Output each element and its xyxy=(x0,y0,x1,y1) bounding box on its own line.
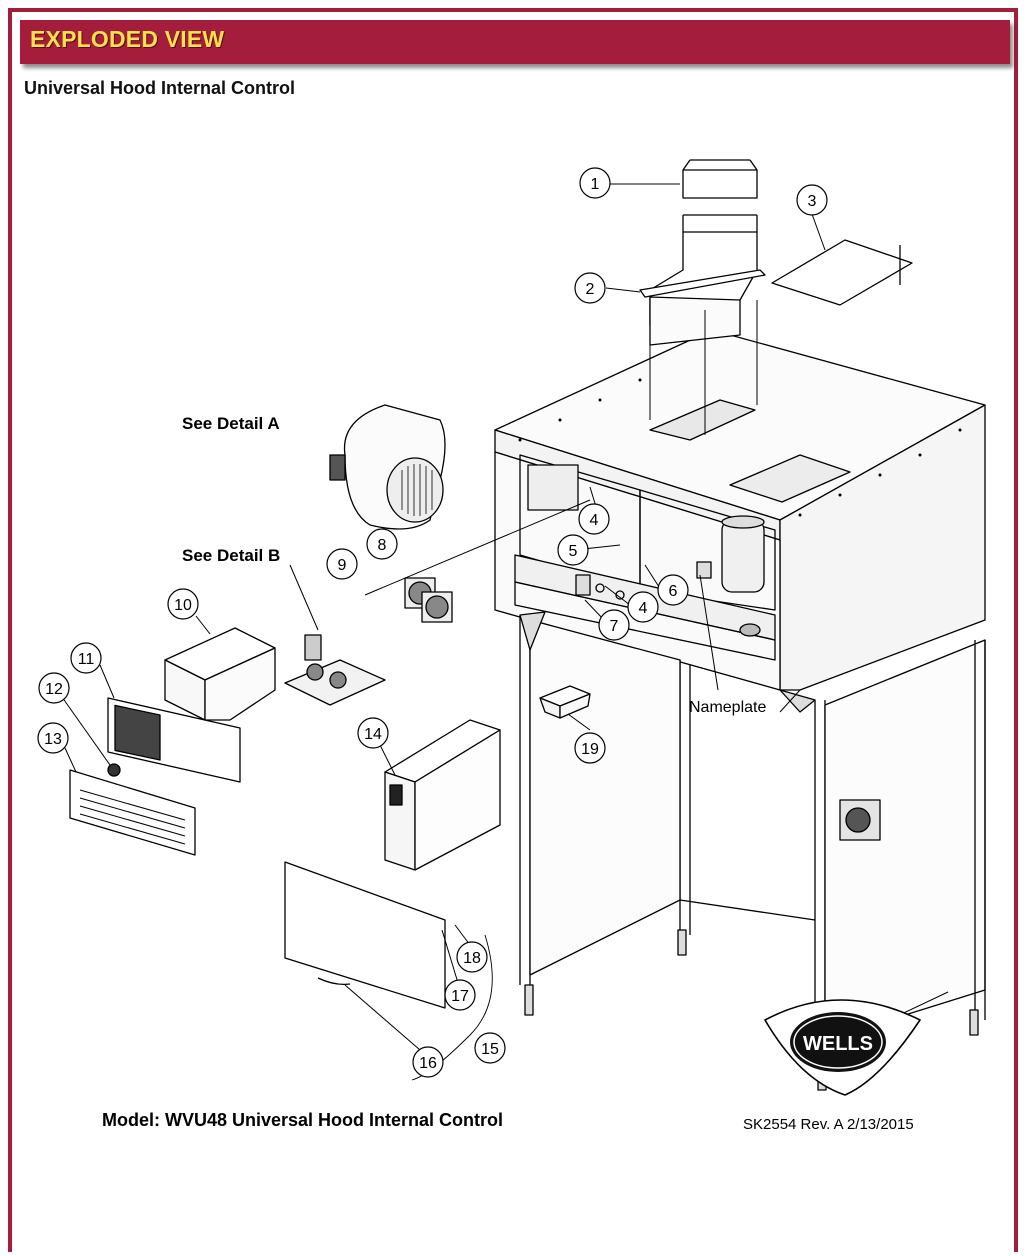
callout-6: 6 xyxy=(669,583,678,600)
drawing-reference: SK2554 Rev. A 2/13/2015 xyxy=(743,1116,914,1133)
callout-10: 10 xyxy=(174,597,192,614)
part-10-housing xyxy=(164,627,276,721)
callout-7: 7 xyxy=(610,618,619,635)
part-3-top-plate xyxy=(771,239,913,306)
blower-assembly xyxy=(329,404,446,530)
part-1-duct-cap xyxy=(682,159,758,199)
part-8-cooling-fan xyxy=(404,577,453,623)
callout-8: 8 xyxy=(378,537,387,554)
detail-b-control-board xyxy=(284,634,386,706)
callout-19: 19 xyxy=(581,741,599,758)
callout-16: 16 xyxy=(419,1055,437,1072)
callout-4: 4 xyxy=(590,512,599,529)
wells-logo-text: WELLS xyxy=(803,1033,873,1055)
part-12-knob xyxy=(107,763,121,777)
callout-13: 13 xyxy=(44,731,62,748)
part-2-duct-transition xyxy=(639,214,766,346)
header-banner: EXPLODED VIEW xyxy=(20,20,1010,64)
part-13-vent-panel xyxy=(69,769,196,856)
callout-11: 11 xyxy=(78,651,95,668)
callout-17: 17 xyxy=(451,988,469,1005)
detail-b-label: See Detail B xyxy=(182,546,280,565)
part-16-door-panel xyxy=(284,861,446,1009)
callout-9: 9 xyxy=(338,557,347,574)
model-caption: Model: WVU48 Universal Hood Internal Con… xyxy=(102,1110,503,1130)
part-14-control-box xyxy=(384,719,501,871)
nameplate-label: Nameplate xyxy=(689,699,766,716)
callout-1: 1 xyxy=(591,176,600,193)
callout-12: 12 xyxy=(45,681,63,698)
callout-15: 15 xyxy=(481,1041,499,1058)
callout-5: 5 xyxy=(569,543,578,560)
callout-2: 2 xyxy=(586,281,595,298)
callout-4b: 4 xyxy=(639,600,648,617)
page-title: EXPLODED VIEW xyxy=(30,26,225,52)
page-border xyxy=(8,8,1018,1252)
page-subtitle: Universal Hood Internal Control xyxy=(24,78,296,98)
callout-3: 3 xyxy=(808,193,817,210)
part-19-tray xyxy=(539,685,591,719)
part-11-grille-panel xyxy=(107,697,241,783)
wells-logo xyxy=(764,999,921,1096)
callout-14: 14 xyxy=(364,726,382,743)
detail-a-label: See Detail A xyxy=(182,414,280,433)
callout-18: 18 xyxy=(463,950,481,967)
